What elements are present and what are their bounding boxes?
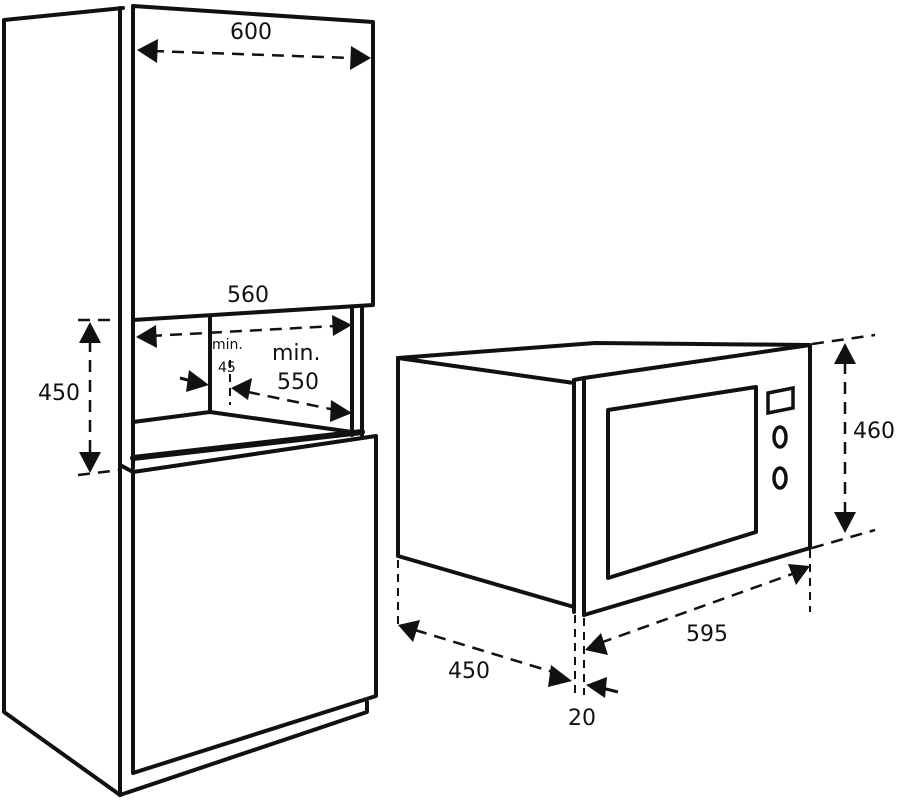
- label-niche-depth-prefix: min.: [272, 341, 321, 366]
- dim-frame-thickness: [574, 615, 619, 698]
- label-rear-gap-prefix: min.: [212, 337, 243, 353]
- lower-cabinet-door: [131, 434, 378, 775]
- label-niche-width: 560: [227, 283, 269, 308]
- label-rear-gap-value: 45: [218, 360, 236, 376]
- microwave-front-panel: [582, 343, 812, 617]
- tall-cabinet: [2, 4, 378, 797]
- label-cabinet-width: 600: [230, 20, 272, 45]
- upper-cabinet-door: [131, 4, 375, 322]
- cabinet-niche: [130, 306, 365, 470]
- label-microwave-depth: 450: [448, 659, 490, 684]
- dim-rear-gap: [179, 360, 231, 405]
- label-niche-height: 450: [38, 381, 80, 406]
- dim-microwave-height: [811, 333, 876, 550]
- microwave-door-window: [606, 385, 758, 580]
- display-window: [766, 385, 795, 416]
- dim-niche-width: [136, 315, 352, 348]
- dim-microwave-width: [585, 550, 811, 655]
- dim-microwave-depth: [397, 560, 572, 687]
- dim-niche-height: [77, 318, 121, 477]
- knob-1: [772, 425, 788, 449]
- label-microwave-width: 595: [686, 622, 728, 647]
- label-microwave-height: 460: [853, 419, 895, 444]
- dim-cabinet-width: [137, 39, 371, 70]
- knob-2: [772, 466, 788, 490]
- dim-niche-depth: [231, 378, 352, 422]
- label-niche-depth-value: 550: [277, 370, 319, 395]
- label-frame-thickness: 20: [568, 706, 596, 731]
- microwave-side: [396, 356, 576, 609]
- microwave-top: [396, 341, 812, 360]
- microwave: [396, 341, 812, 617]
- cabinet-side-panel: [2, 6, 125, 797]
